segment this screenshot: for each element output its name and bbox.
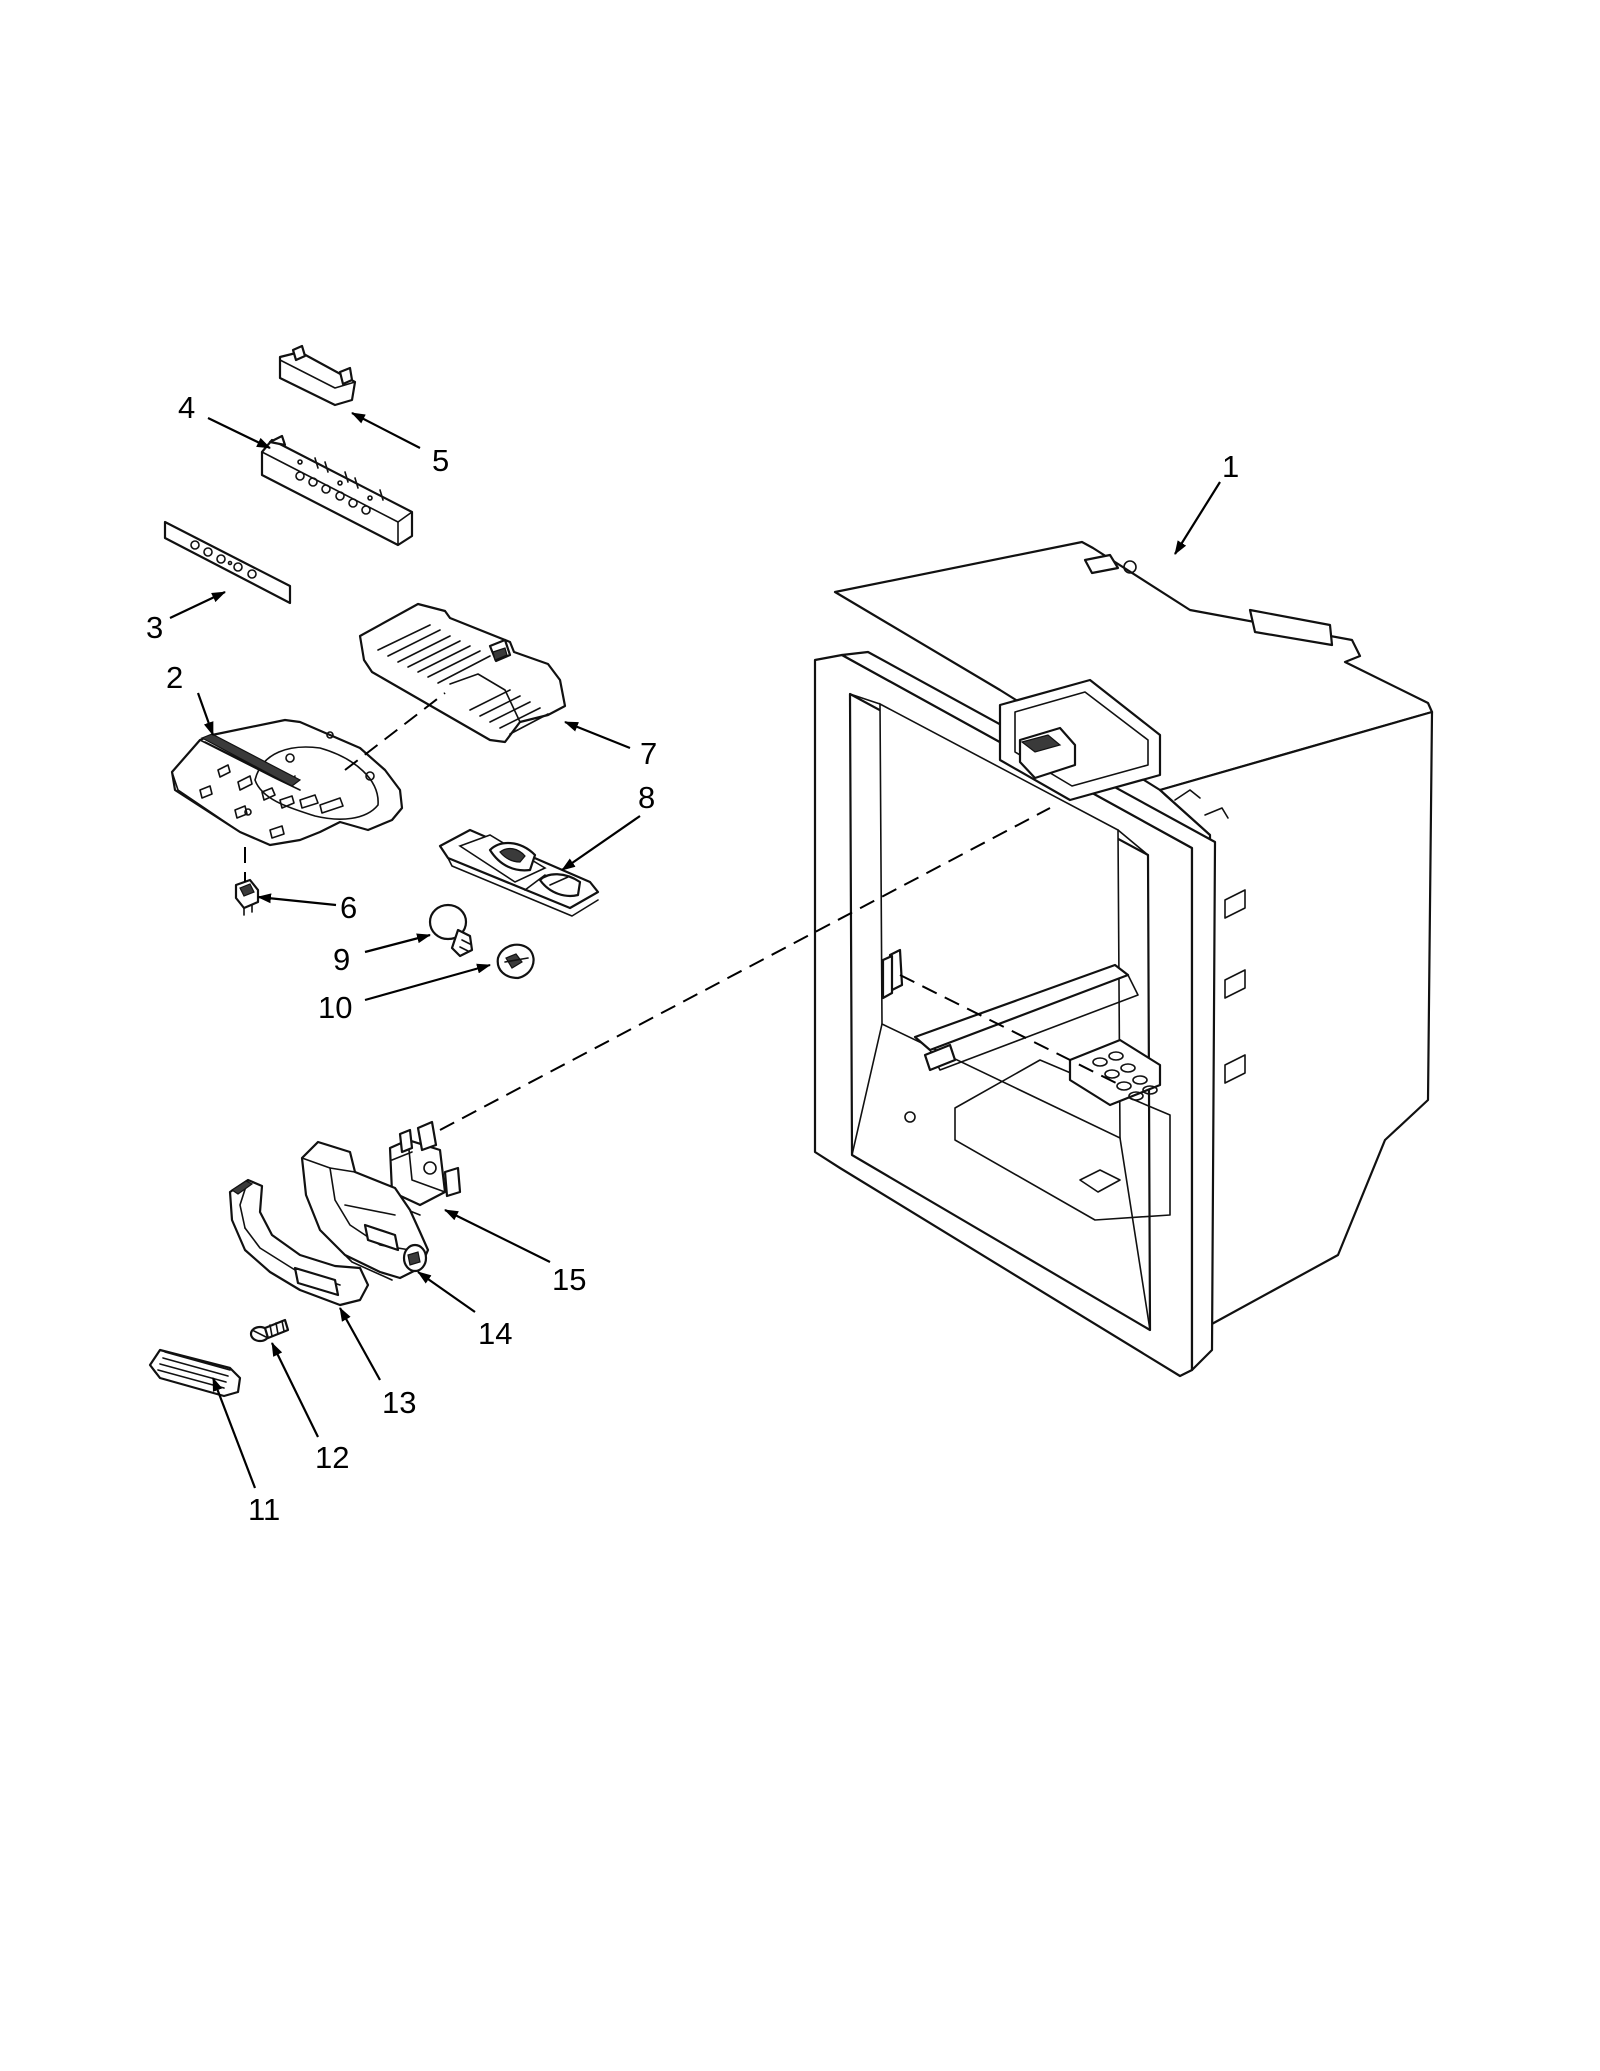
callout-11: 11 [248, 1492, 280, 1527]
assembly-lines [244, 692, 1121, 1131]
part-1-liner [813, 540, 1434, 1378]
part-7-light-cover [358, 602, 567, 744]
callout-8: 8 [638, 780, 655, 815]
callout-13: 13 [382, 1385, 416, 1420]
callout-10: 10 [318, 990, 352, 1025]
callout-9: 9 [333, 942, 350, 977]
callout-1: 1 [1222, 449, 1239, 484]
part-8-lens-housing [438, 828, 600, 917]
part-10-socket [496, 943, 535, 980]
part-13-paddle-frame [228, 1178, 370, 1307]
callout-7: 7 [640, 736, 657, 771]
callout-numbers: 1 2 3 4 5 6 7 8 9 10 11 12 13 14 15 [146, 390, 1239, 1527]
callout-2: 2 [166, 660, 183, 695]
callout-4: 4 [178, 390, 195, 425]
callout-3: 3 [146, 610, 163, 645]
part-15-valve [388, 1120, 462, 1216]
part-11-grille [148, 1348, 242, 1398]
callout-12: 12 [315, 1440, 349, 1475]
part-14-dispenser-housing [300, 1140, 430, 1281]
callout-5: 5 [432, 443, 449, 478]
leader-lines [169, 412, 1221, 1489]
part-9-bulb [428, 903, 474, 958]
part-6-switch [234, 878, 260, 916]
part-2-housing [170, 718, 404, 847]
part-12-screw [249, 1318, 290, 1343]
callout-15: 15 [552, 1262, 586, 1297]
part-4-control-housing [260, 434, 414, 547]
callout-14: 14 [478, 1316, 512, 1351]
part-3-overlay-strip [163, 520, 292, 605]
part-5-bracket [278, 344, 357, 407]
callout-6: 6 [340, 890, 357, 925]
